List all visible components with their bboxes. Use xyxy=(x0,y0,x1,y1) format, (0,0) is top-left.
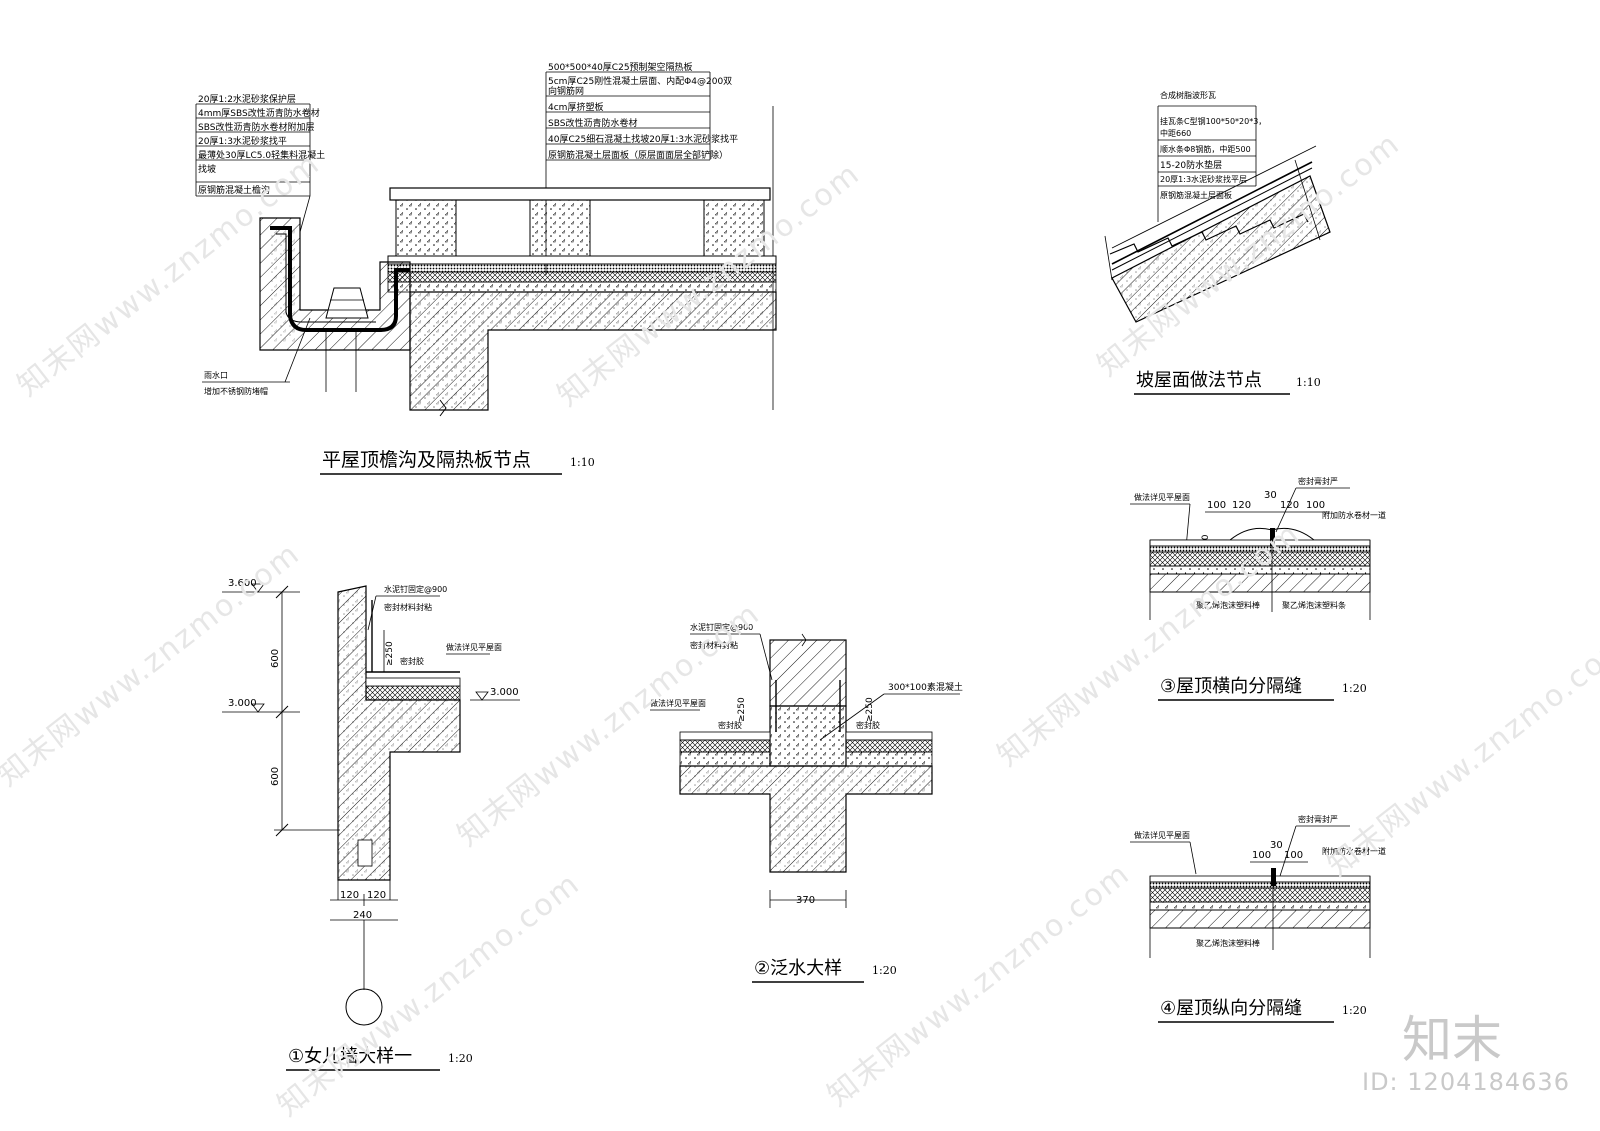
flat-roof-right-layer-1: 5cm厚C25刚性混凝土层面、内配Φ4@200双 xyxy=(548,75,732,87)
joint-h-title: ③屋顶横向分隔缝 xyxy=(1160,676,1302,697)
flat-roof-right-layer-0: 500*500*40厚C25预制架空隔热板 xyxy=(548,61,693,73)
drain-label: 雨水口 xyxy=(204,370,228,380)
parapet-elev-mid: 3.000 xyxy=(228,698,257,709)
joint-h-dim-4: 100 xyxy=(1306,500,1325,511)
flat-roof-left-layer-4: 最薄处30厚LC5.0轻集料混凝土 xyxy=(198,149,325,161)
flashing-title: ②泛水大样 xyxy=(754,958,842,979)
parapet-detail: 3.600 3.000 600 600 3.000 水泥钉固定@900 密封材料… xyxy=(222,578,520,1071)
flashing-250-left: ≥250 xyxy=(737,697,747,722)
joint-h-roof-label: 做法详见平屋面 xyxy=(1134,492,1190,502)
parapet-250-label: ≥250 xyxy=(385,641,395,666)
joint-v-scale: 1:20 xyxy=(1342,1004,1367,1017)
slope-roof-scale: 1:10 xyxy=(1296,376,1321,389)
flat-roof-title: 平屋顶檐沟及隔热板节点 xyxy=(322,449,531,471)
parapet-dim-240: 240 xyxy=(353,910,372,921)
slope-layer-6: 原钢筋混凝土层面板 xyxy=(1160,190,1232,200)
joint-v-dim-1: 30 xyxy=(1270,840,1283,851)
parapet-roof-label: 做法详见平屋面 xyxy=(446,642,502,652)
slope-layer-0: 合成树脂波形瓦 xyxy=(1160,90,1216,100)
joint-h-dim-3: 120 xyxy=(1280,500,1299,511)
flat-roof-right-layer-6: 原钢筋混凝土层面板（原层面面层全部铲除） xyxy=(548,149,728,161)
asset-id: ID: 1204184636 xyxy=(1362,1068,1570,1096)
flat-roof-right-layer-4: SBS改性沥青防水卷材 xyxy=(548,117,637,129)
flashing-glue-right: 密封胶 xyxy=(856,720,880,730)
flat-roof-scale: 1:10 xyxy=(570,456,595,469)
slope-roof-title: 坡屋面做法节点 xyxy=(1136,370,1262,391)
joint-h-dim-1: 120 xyxy=(1232,500,1251,511)
flat-roof-right-layer-5: 40厚C25细石混凝土找坡20厚1:3水泥砂浆找平 xyxy=(548,133,738,145)
joint-v-dim-0: 100 xyxy=(1252,850,1271,861)
joint-v-membrane-label: 附加防水卷材一道 xyxy=(1322,846,1386,856)
slope-layer-2: 中距660 xyxy=(1160,128,1191,138)
flashing-glue-left: 密封胶 xyxy=(718,720,742,730)
flat-roof-right-layer-2: 向钢筋网 xyxy=(548,85,584,97)
flat-roof-detail: 20厚1:2水泥砂浆保护层 4mm厚SBS改性沥青防水卷材 SBS改性沥青防水卷… xyxy=(195,61,777,475)
parapet-title: ①女儿墙大样一 xyxy=(288,1046,412,1067)
flat-roof-left-layer-2: SBS改性沥青防水卷材附加层 xyxy=(198,121,314,133)
flashing-seal-label: 密封材料封粘 xyxy=(690,640,738,650)
joint-h-scale: 1:20 xyxy=(1342,682,1367,695)
joint-h-membrane-label: 附加防水卷材一道 xyxy=(1322,510,1386,520)
parapet-dim-120-a: 120 xyxy=(340,890,359,901)
transverse-joint-detail: 做法详见平屋面 密封膏封严 附加防水卷材一道 100 120 30 120 10… xyxy=(1130,476,1386,701)
flat-roof-left-layer-1: 4mm厚SBS改性沥青防水卷材 xyxy=(198,107,320,119)
parapet-scale: 1:20 xyxy=(448,1052,473,1065)
flashing-scale: 1:20 xyxy=(872,964,897,977)
flat-roof-left-layer-3: 20厚1:3水泥砂浆找平 xyxy=(198,135,287,147)
joint-h-seal-label: 密封膏封严 xyxy=(1298,476,1338,486)
flat-roof-left-layer-0: 20厚1:2水泥砂浆保护层 xyxy=(198,93,296,105)
slope-roof-detail: 合成树脂波形瓦 挂瓦条C型钢100*50*20*3， 中距660 顺水条Φ8钢筋… xyxy=(1104,90,1331,395)
parapet-elev-roof: 3.000 xyxy=(490,687,519,698)
joint-v-seal-label: 密封膏封严 xyxy=(1298,814,1338,824)
flat-roof-right-layer-labels: 500*500*40厚C25预制架空隔热板 5cm厚C25刚性混凝土层面、内配Φ… xyxy=(545,61,738,275)
flat-roof-left-layer-5: 找坡 xyxy=(198,163,216,175)
slope-layer-1: 挂瓦条C型钢100*50*20*3， xyxy=(1160,116,1266,126)
joint-v-title: ④屋顶纵向分隔缝 xyxy=(1160,998,1302,1019)
parapet-nail-label: 水泥钉固定@900 xyxy=(384,584,447,594)
znzmo-logo: 知末 xyxy=(1402,1011,1502,1069)
slope-layer-5: 20厚1:3水泥砂浆找平层 xyxy=(1160,174,1247,184)
flashing-nail-label: 水泥钉固定@900 xyxy=(690,622,753,632)
joint-h-dim-2: 30 xyxy=(1264,490,1277,501)
parapet-elev-top: 3.600 xyxy=(228,578,257,589)
flat-roof-left-layer-labels: 20厚1:2水泥砂浆保护层 4mm厚SBS改性沥青防水卷材 SBS改性沥青防水卷… xyxy=(195,93,325,233)
joint-v-roof-label: 做法详见平屋面 xyxy=(1134,830,1190,840)
drain-cap-label: 增加不锈钢防堵帽 xyxy=(204,386,268,396)
slope-layer-3: 顺水条Φ8钢筋，中距500 xyxy=(1160,144,1251,154)
parapet-dim-120-b: 120 xyxy=(367,890,386,901)
flashing-concrete-label: 300*100素混凝土 xyxy=(888,681,963,693)
joint-h-strip-right: 聚乙烯泡沫塑料条 xyxy=(1282,600,1346,610)
joint-v-strip-label: 聚乙烯泡沫塑料棒 xyxy=(1196,938,1260,948)
longitudinal-joint-detail: 做法详见平屋面 密封膏封严 附加防水卷材一道 100 30 100 聚乙烯泡沫塑… xyxy=(1130,814,1386,1023)
flashing-dim-370: 370 xyxy=(796,895,815,906)
parapet-dim-600-b: 600 xyxy=(270,767,281,786)
slope-layer-4: 15-20防水垫层 xyxy=(1160,159,1222,171)
joint-h-dim-0: 100 xyxy=(1207,500,1226,511)
joint-v-dim-2: 100 xyxy=(1284,850,1303,861)
flat-roof-left-layer-6: 原钢筋混凝土檐沟 xyxy=(198,184,270,196)
flat-roof-right-layer-3: 4cm厚挤塑板 xyxy=(548,101,603,113)
parapet-seal-label: 密封材料封粘 xyxy=(384,602,432,612)
parapet-dim-600-a: 600 xyxy=(270,649,281,668)
flashing-roof-label: 做法详见平屋面 xyxy=(650,698,706,708)
slope-roof-layer-labels: 合成树脂波形瓦 挂瓦条C型钢100*50*20*3， 中距660 顺水条Φ8钢筋… xyxy=(1157,90,1266,222)
flashing-detail: 370 水泥钉固定@900 密封材料封粘 300*100素混凝土 做法详见平屋面… xyxy=(650,622,963,983)
joint-h-strip-left: 聚乙烯泡沫塑料棒 xyxy=(1196,600,1260,610)
parapet-glue-label: 密封胶 xyxy=(400,656,424,666)
flashing-250-right: ≥250 xyxy=(865,697,875,722)
